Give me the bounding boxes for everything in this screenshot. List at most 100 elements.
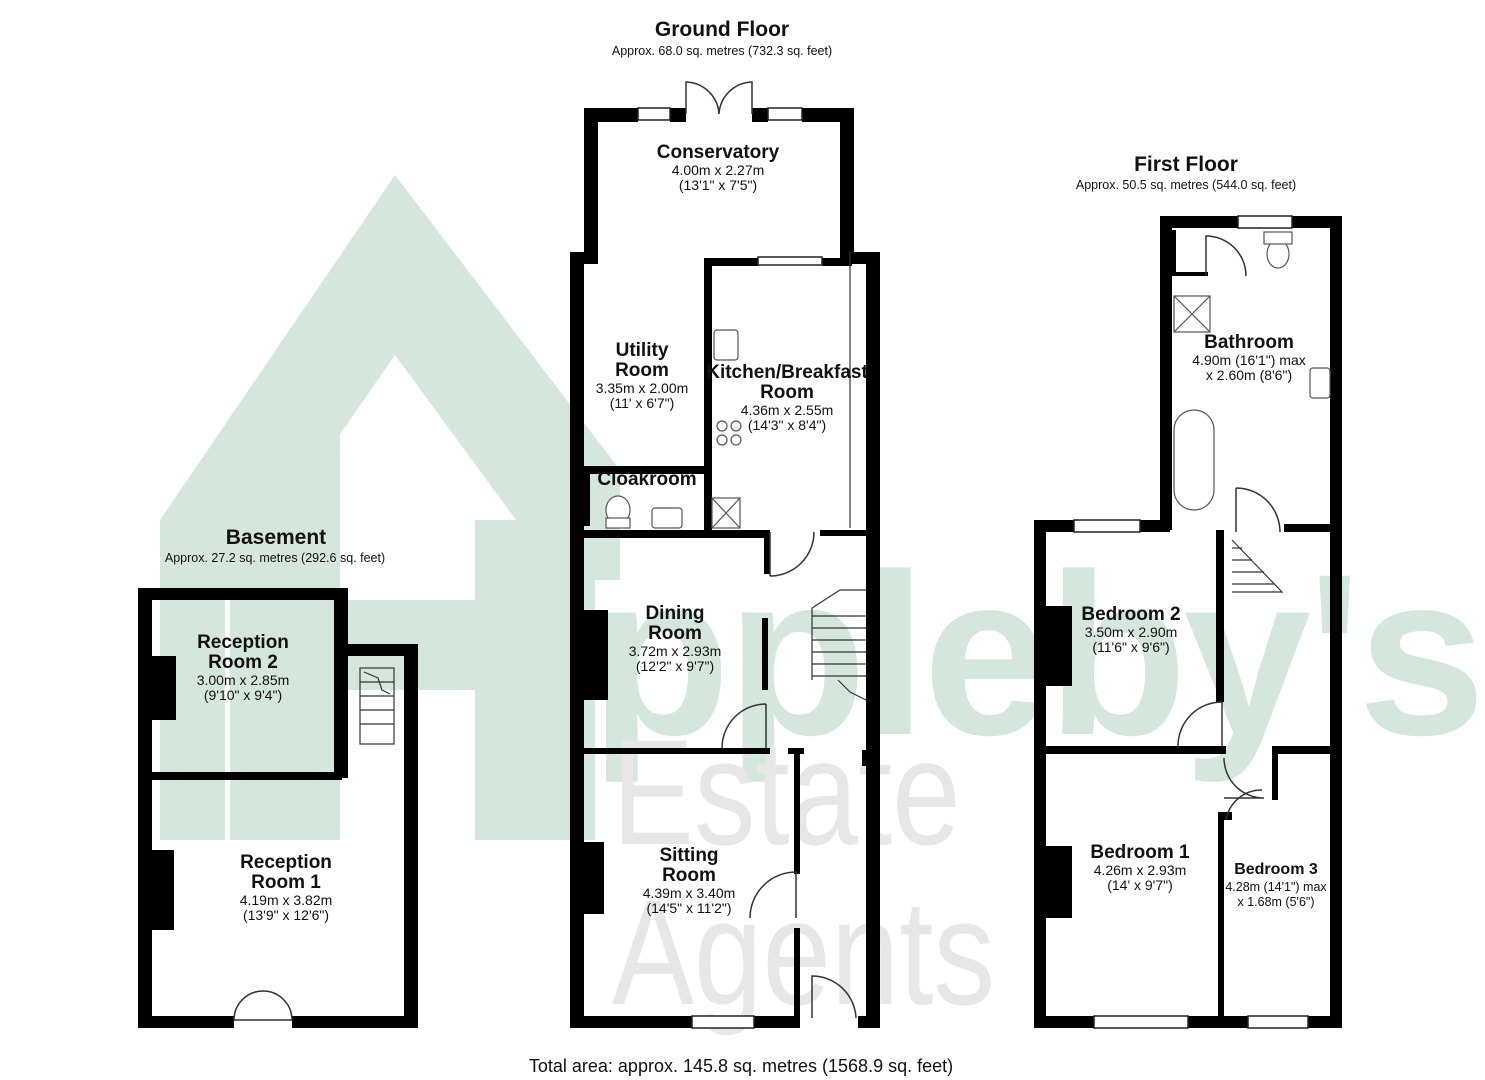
appliance-cross [711,497,741,529]
bed2-chimney [1046,606,1072,686]
bedroom1-door [1223,757,1265,799]
conservatory-wall-right [840,108,854,260]
bathroom-wall-top-right [1292,216,1342,228]
utility-room-label: Utility Room 3.35m x 2.00m (11' x 6'7") [596,341,689,411]
first-stairs [1231,539,1284,593]
sitting-top-wall-right [788,748,804,754]
bathroom-bath [1173,409,1215,511]
room-dimensions-metric: 4.00m x 2.27m [671,162,765,178]
room-dimensions-metric: 4.28m (14'1") max [1225,880,1327,894]
fixtures [605,231,1331,529]
kitchen-hob-ring [716,420,728,432]
room-name: Room [648,623,702,644]
ground-floor-title: Ground Floor [654,18,790,41]
room-dimensions-imperial: x 2.60m (8'6") [1205,367,1293,383]
basement-door [233,990,293,1021]
dining-right-wall [762,618,768,690]
kitchen-hob-ring [716,434,728,446]
room-name: Room 1 [251,872,321,893]
conservatory-window-left [637,107,671,121]
cloakroom-left-stub [584,474,590,526]
sitting-right-wall-bottom [794,928,800,1026]
basement-wall-top [138,588,348,600]
room-name: Bedroom 3 [1234,861,1318,878]
bed3-left-wall [1272,746,1278,800]
bathroom-toilet-cistern [1263,231,1293,245]
basement-wall-bottom-left [138,1016,234,1028]
room-dimensions-imperial: (14'3" x 8'4") [747,417,827,433]
first-floor-walls [1034,216,1342,1028]
ground-wall-top-left [570,252,598,264]
dining-top-wall [584,530,770,538]
room-dimensions-metric: 4.90m (16'1") max [1192,352,1306,368]
first-wall-bottom-right [1308,1016,1342,1028]
first-wall-bottom-mid [1188,1016,1248,1028]
ground-wall-left [570,252,584,1028]
kitchen-hob-ring [730,420,742,432]
room-dimensions-imperial: (9'10" x 9'4") [203,687,283,703]
room-dimensions-metric: 4.26m x 2.93m [1093,862,1187,878]
dining-room-label: Dining Room 3.72m x 2.93m (12'2" x 9'7") [629,604,722,674]
room-dimensions-imperial: (13'1" x 7'5") [678,177,758,193]
conservatory-french-door [685,81,753,115]
kitchen-label: Kitchen/Breakfast Room 4.36m x 2.55m (14… [706,363,868,433]
bedroom2-door [1177,701,1223,747]
dining-top-wall-right [820,530,872,536]
first-wall-bottom-left [1034,1016,1094,1028]
dining-right-wall-top [764,530,770,574]
room-name: Bedroom 1 [1090,842,1190,863]
room-name: Room [615,360,669,381]
bed2-right-wall [1216,530,1224,702]
watermark-house-roof [160,175,620,840]
room-name: Reception [197,632,289,653]
bathroom-label: Bathroom 4.90m (16'1") max x 2.60m (8'6"… [1192,333,1305,383]
utility-kitchen-partition [704,262,712,532]
bathroom-wall-bottom [1284,524,1334,532]
sitting-top-wall [584,748,770,754]
basement-title: Basement [225,526,327,549]
room-name: Cloakroom [597,469,697,490]
cloakroom-top-wall [584,466,710,474]
reception-divider [152,772,342,780]
bed2-bottom-wall [1046,746,1226,754]
kitchen-hob-ring [730,434,742,446]
basement-stair-top [334,644,416,656]
room-name: Room [662,865,716,886]
bedroom-1-label: Bedroom 1 4.26m x 2.93m (14' x 9'7") [1090,843,1189,893]
basement-inner-right [334,588,348,778]
bathroom-inner-stub-v [1172,230,1176,274]
room-dimensions-imperial: (11' x 6'7") [609,395,675,411]
bathroom-wall-top-left [1160,216,1238,228]
conservatory-wall-top-left [584,108,638,122]
stair-bottom-landing [837,679,867,701]
basement-stair-arrow [363,671,391,695]
room-dimensions-metric: 3.35m x 2.00m [595,380,689,396]
room-name: Room 2 [208,652,278,673]
bedroom-3-label: Bedroom 3 4.28m (14'1") max x 1.68m (5'6… [1225,860,1326,910]
room-dimensions-imperial: (14' x 9'7") [1107,877,1173,893]
sitting-window [691,1015,755,1029]
sitting-door [749,871,797,919]
room-dimensions-imperial: (13'9" x 12'6") [242,907,330,923]
kitchen-window [757,256,823,266]
room-dimensions-metric: 3.50m x 2.90m [1084,624,1178,640]
basement-wall-right [404,644,418,1028]
bedroom2-top-left [1034,520,1074,532]
basement-wall-bottom-right [292,1016,418,1028]
dining-door-top [769,531,815,577]
basement-area: Approx. 27.2 sq. metres (292.6 sq. feet) [164,551,386,565]
conservatory-window-right [767,107,803,121]
room-name: Reception [240,852,332,873]
reception-room-1-label: Reception Room 1 4.19m x 3.82m (13'9" x … [240,853,333,923]
cloakroom-toilet-cistern [605,517,631,529]
bedroom3-door [1225,789,1263,821]
room-name: Bedroom 2 [1081,604,1181,625]
cloakroom-basin [651,507,683,529]
room-name: Bathroom [1204,332,1294,353]
room-name: Dining [645,603,705,624]
dining-chimney [584,610,608,700]
room-name: Utility [615,340,669,361]
ground-floor-walls [570,108,880,1028]
kitchen-top-right [822,258,852,266]
bedroom3-window [1247,1015,1309,1029]
